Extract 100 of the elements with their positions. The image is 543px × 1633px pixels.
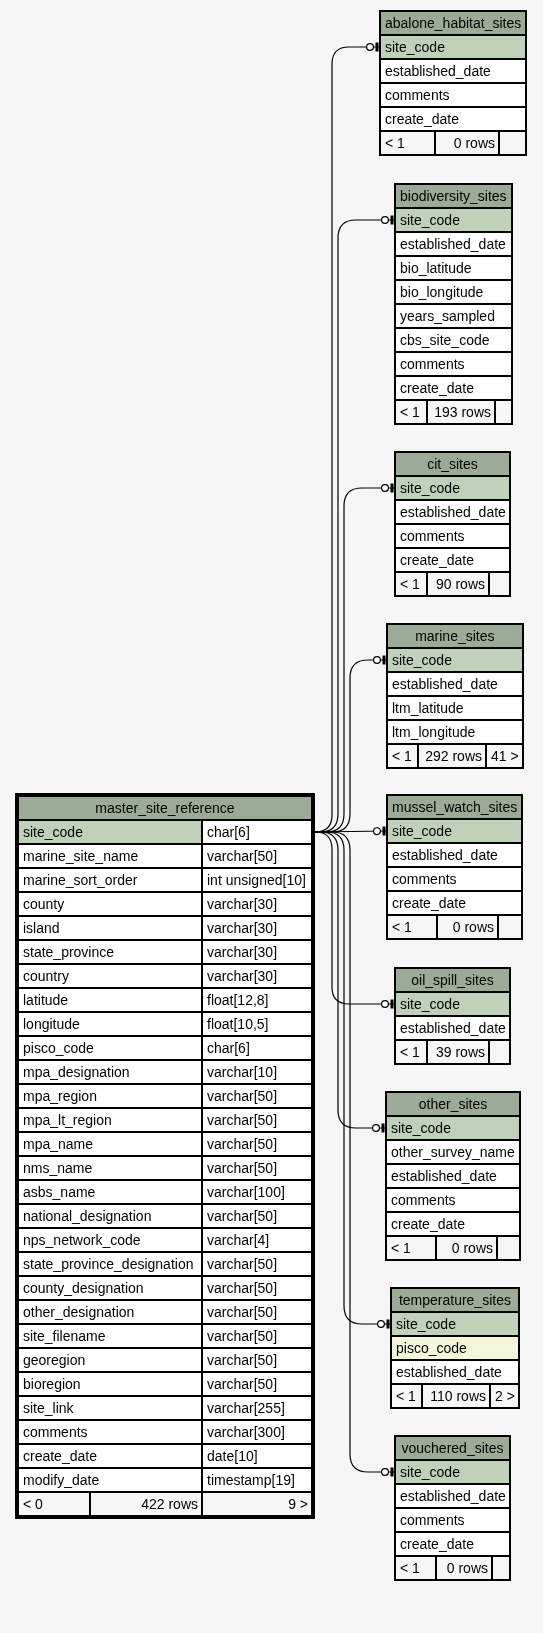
table-row [385,1188,521,1212]
table-row [394,1532,511,1556]
column-name: established_date [395,1363,503,1382]
table-row [15,1036,315,1060]
table-row [394,500,511,524]
column-name: mpa_lt_region [22,1111,113,1130]
column-name: national_designation [22,1207,153,1226]
column-name: create_date [384,110,460,129]
table-footer [390,1384,520,1408]
table-row [15,1108,315,1132]
column-name: established_date [391,675,499,694]
parent-count: < 1 [399,403,421,422]
parent-count: < 1 [391,918,413,937]
column-name: georegion [22,1351,87,1370]
column-name: comments [22,1423,89,1442]
table-row [394,548,511,572]
parent-count: < 1 [391,747,413,766]
row-count: 292 rows [417,745,485,767]
row-count: 0 rows [436,916,497,938]
table-row [394,328,513,352]
column-name: pisco_code [392,1337,518,1359]
parent-count: < 1 [399,575,421,594]
parent-count: < 0 [22,1495,44,1514]
table-row [15,1180,315,1204]
column-name: bioregion [22,1375,82,1394]
column-name: established_date [399,235,507,254]
table-row [394,1484,511,1508]
table-row [15,1348,315,1372]
column-name: state_province_designation [22,1255,195,1274]
table-row [390,1360,520,1384]
table-row [15,1132,315,1156]
column-name: site_filename [22,1327,107,1346]
column-name: site_code [381,36,526,58]
table-name: mussel_watch_sites [386,795,524,819]
column-name: create_date [399,379,475,398]
table-row [394,280,513,304]
table-name: biodiversity_sites [394,184,513,208]
column-name: comments [399,355,466,374]
table-footer [394,572,511,596]
table-footer [394,1040,511,1064]
table-row [15,1012,315,1036]
table-name: marine_sites [386,624,524,648]
column-name: nps_network_code [22,1231,142,1250]
column-name: create_date [391,894,467,913]
table-row [15,1444,315,1468]
table-row [15,1468,315,1492]
table-row [15,1252,315,1276]
column-name: years_sampled [399,307,496,326]
row-count: 0 rows [435,1557,491,1579]
row-count: 422 rows [89,1493,201,1515]
parent-count: < 1 [395,1387,417,1406]
column-name: longitude [22,1015,81,1034]
table-footer [386,915,524,939]
row-count: 0 rows [434,132,498,154]
column-name: asbs_name [22,1183,97,1202]
column-name: site_code [19,821,201,843]
column-name: established_date [384,62,492,81]
child-count: 9 > [201,1493,311,1515]
column-name: site_code [387,1117,519,1139]
table-footer [15,1492,315,1516]
table-name: oil_spill_sites [394,968,511,992]
table-row [15,1324,315,1348]
database-table [394,183,513,425]
table-row [386,843,524,867]
table-row [15,1276,315,1300]
column-name: marine_sort_order [22,871,139,890]
table-row [15,1396,315,1420]
table-row [15,868,315,892]
database-table [394,967,511,1065]
column-name: site_code [388,820,522,842]
column-name: latitude [22,991,70,1010]
table-row [385,1212,521,1236]
column-name: site_code [396,477,509,499]
column-name: comments [390,1191,457,1210]
table-footer [385,1236,521,1260]
table-row [15,844,315,868]
column-name: bio_longitude [399,283,485,302]
table-row [394,304,513,328]
table-name: vouchered_sites [394,1436,511,1460]
table-row [386,720,524,744]
parent-count: < 1 [399,1559,421,1578]
database-table [394,451,511,597]
row-count: 90 rows [426,573,488,595]
table-row [15,820,315,844]
table-footer [379,131,528,155]
column-name: site_code [392,1313,518,1335]
database-table [386,623,524,769]
column-name: modify_date [22,1471,101,1490]
table-row [15,916,315,940]
column-name: site_code [396,1461,509,1483]
table-row [15,1372,315,1396]
table-row [394,352,513,376]
column-name: established_date [399,503,507,522]
column-name: create_date [399,1535,475,1554]
database-table [390,1287,520,1409]
table-row [394,524,511,548]
table-row [394,376,513,400]
table-row [15,964,315,988]
table-row [394,1016,511,1040]
parent-count: < 1 [399,1043,421,1062]
